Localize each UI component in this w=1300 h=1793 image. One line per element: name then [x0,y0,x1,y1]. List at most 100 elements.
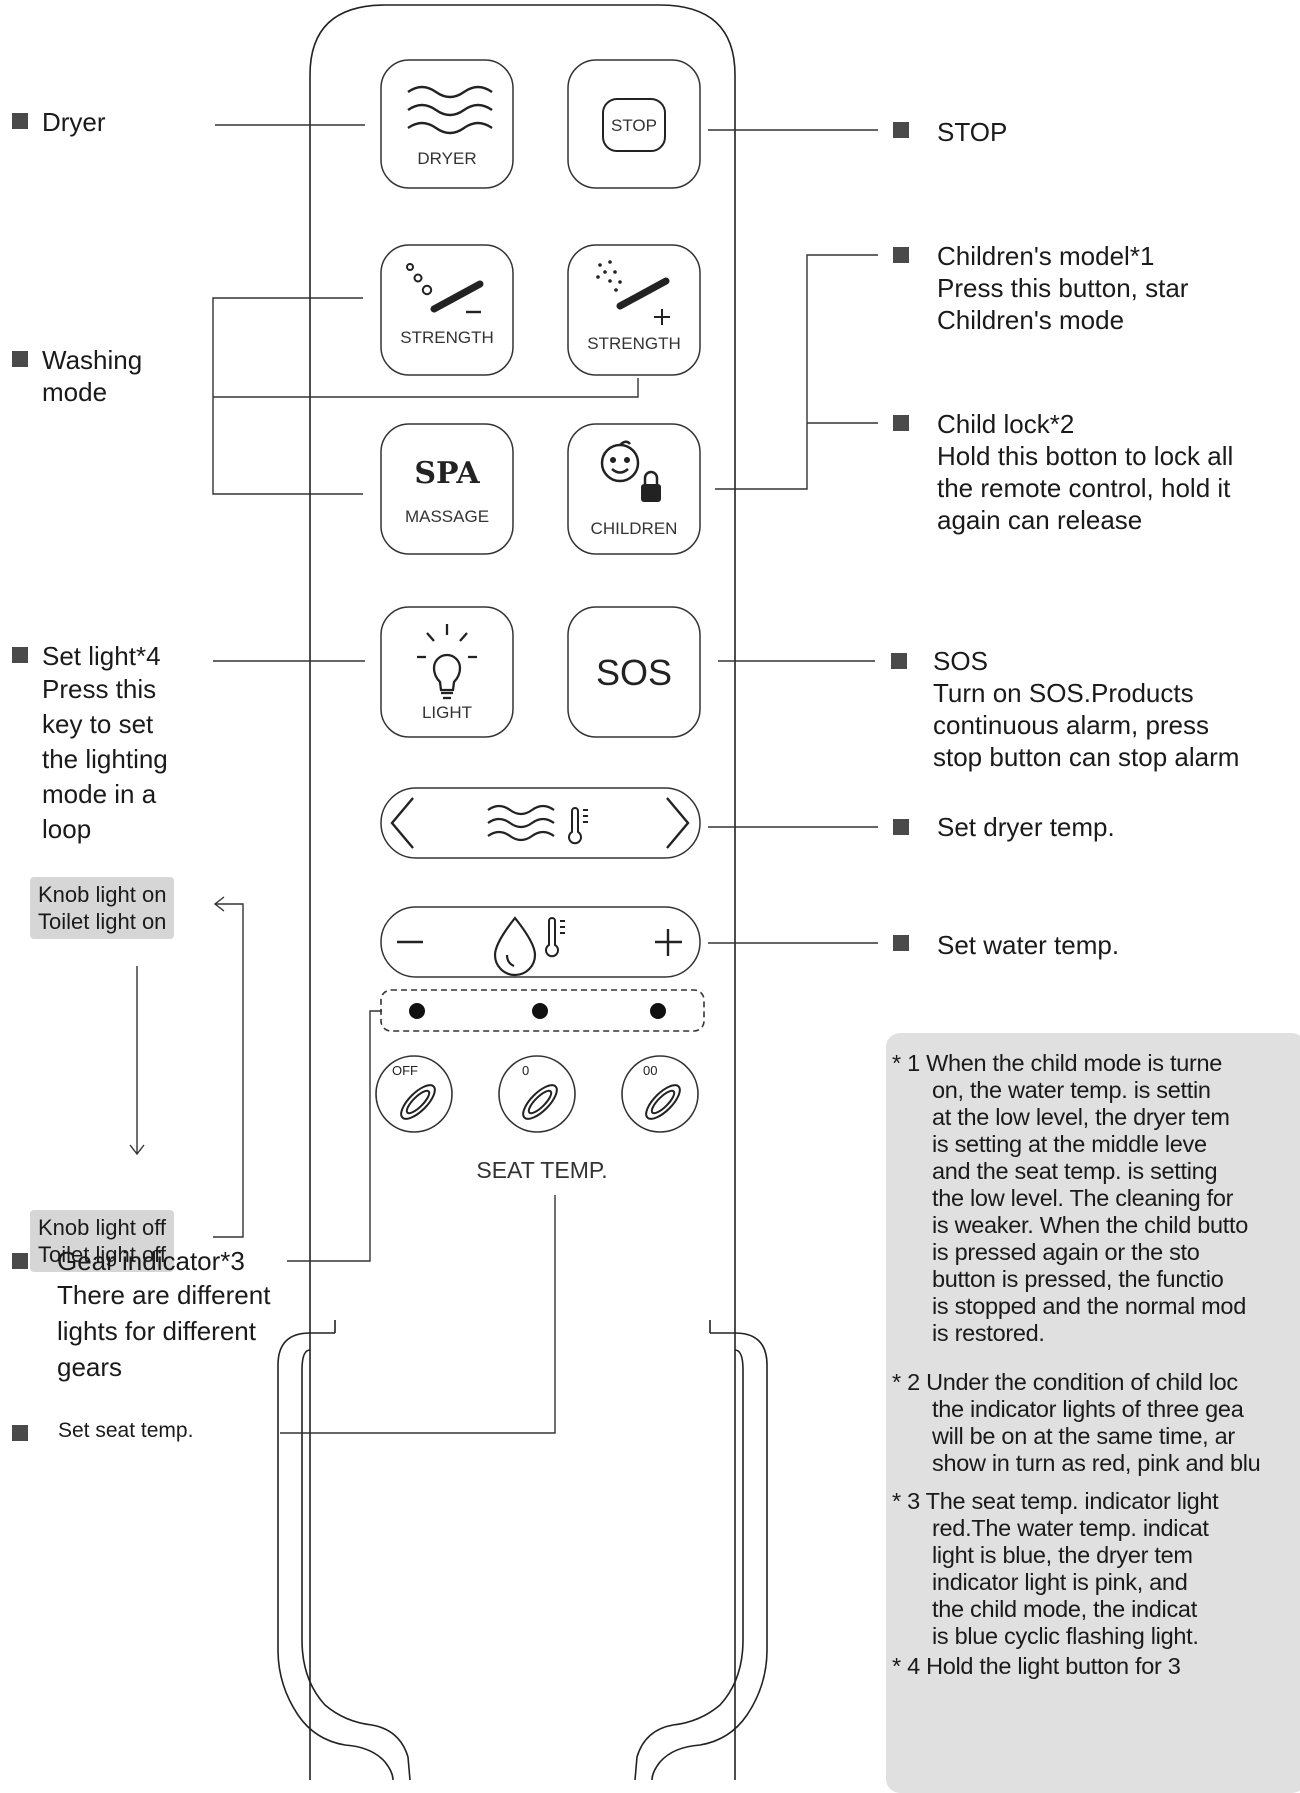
seat-temp-low-button[interactable]: 0 [498,1055,576,1133]
footnote-2-line-1: * 2 Under the condition of child loc [892,1369,1238,1395]
bullet-square [12,351,28,368]
children-model-title: Children's model*1 [937,241,1155,271]
footnote-1-line-6: the low level. The cleaning for [932,1185,1234,1211]
seat-off-label: OFF [392,1063,418,1078]
footnote-2-line-4: show in turn as red, pink and blu [932,1450,1261,1476]
children-button-label: CHILDREN [591,519,678,538]
light-state-on-line-1: Knob light on [38,882,167,907]
bullet-square [12,647,28,664]
footnote-3-line-6: is blue cyclic flashing light. [932,1623,1199,1649]
children-button[interactable]: CHILDREN [567,423,701,555]
water-temp-annotation: Set water temp. [937,930,1120,960]
gear-desc-2: lights for different [57,1316,256,1346]
set-light-annotation: Set light*4 Press this key to set the li… [12,640,168,847]
washing-mode-line-2: mode [42,377,108,407]
water-temp-control[interactable] [380,906,701,978]
thermometer-icon [545,917,565,958]
footnote-1-line-8: is pressed again or the sto [932,1239,1200,1265]
seat-low-label: 0 [522,1063,529,1078]
wave-icon [407,85,493,135]
spray-nozzle-icon [596,260,670,325]
stop-button-label: STOP [611,116,657,135]
plus-icon[interactable] [655,929,682,956]
gear-indicator-annotation: Gear indicator*3 There are different lig… [57,1245,270,1385]
spa-massage-button[interactable]: SPA MASSAGE [380,423,514,555]
sos-desc-3: stop button can stop alarm [933,742,1240,772]
sos-title: SOS [933,646,988,676]
sos-button[interactable]: SOS [567,606,701,738]
set-light-desc-2: key to set [42,709,154,739]
strength-minus-label: STRENGTH [400,328,494,347]
footnote-3-line-5: the child mode, the indicat [932,1596,1197,1622]
water-drop-icon [493,916,537,977]
knob-icon [400,1084,436,1120]
footnote-3-line-4: indicator light is pink, and [932,1569,1188,1595]
set-light-title: Set light*4 [42,641,161,671]
set-light-desc-5: loop [42,814,92,844]
footnote-3-line-1: * 3 The seat temp. indicator light [892,1488,1219,1514]
dryer-annotation: Dryer [12,106,106,138]
gear-desc-1: There are different [57,1280,271,1310]
sos-button-label: SOS [596,652,672,693]
seat-temp-high-button[interactable]: 00 [621,1055,699,1133]
sos-desc-1: Turn on SOS.Products [933,678,1194,708]
lock-icon [641,470,661,502]
footnote-4: * 4 Hold the light button for 3 [892,1653,1181,1680]
footnote-1-line-3: at the low level, the dryer tem [932,1104,1230,1130]
washing-mode-annotation: Washing mode [12,344,142,408]
indicator-light [409,1003,425,1019]
light-state-on: Knob light on Toilet light on [30,877,175,939]
strength-minus-button[interactable]: STRENGTH [380,244,514,376]
light-state-off-line-1: Knob light off [38,1215,167,1240]
indicator-light [532,1003,548,1019]
footnote-1-line-1: * 1 When the child mode is turne [892,1050,1223,1076]
chevron-left-icon[interactable] [390,797,414,849]
footnote-2-line-3: will be on at the same time, ar [932,1423,1235,1449]
strength-plus-button[interactable]: STRENGTH [567,244,701,376]
remote-body-outline [309,4,736,1780]
child-lock-desc-1: Hold this botton to lock all [937,441,1234,471]
massage-label: MASSAGE [405,507,489,526]
footnote-1-line-4: is setting at the middle leve [932,1131,1207,1157]
children-model-desc-1: Press this button, star [937,273,1189,303]
light-button[interactable]: LIGHT [380,606,514,738]
nozzle-icon [406,263,484,314]
seat-high-label: 00 [643,1063,657,1078]
baby-face-icon [600,440,640,483]
leader-lines [129,124,878,1434]
footnote-1-line-7: is weaker. When the child butto [932,1212,1248,1238]
footnote-1-line-2: on, the water temp. is settin [932,1077,1211,1103]
children-model-annotation: Children's model*1 Press this button, st… [937,240,1188,336]
bullet-squares [12,122,909,1441]
chevron-right-icon[interactable] [666,797,690,849]
gear-desc-3: gears [57,1352,123,1382]
dryer-button[interactable]: DRYER [380,59,514,189]
gear-indicator [380,989,705,1032]
footnotes-panel: * 1 When the child mode is turne on, the… [886,1033,1300,1793]
washing-mode-line-1: Washing [42,345,143,375]
footnote-1-line-10: is stopped and the normal mod [932,1293,1246,1319]
child-lock-title: Child lock*2 [937,409,1075,439]
remote-holder [277,1320,768,1780]
gear-indicator-title: Gear indicator*3 [57,1246,245,1276]
light-state-off: Knob light off Toilet light off [30,1210,175,1272]
child-lock-desc-3: again can release [937,505,1143,535]
wave-icon [487,804,555,842]
footnote-3-line-3: light is blue, the dryer tem [932,1542,1193,1568]
light-bulb-icon [417,624,477,700]
spa-label: SPA [414,456,480,491]
dryer-annotation-text: Dryer [42,107,106,137]
dryer-temp-annotation: Set dryer temp. [937,812,1115,842]
set-light-desc-4: mode in a [42,779,157,809]
stop-button[interactable]: STOP [567,59,701,189]
footnote-1-line-9: button is pressed, the functio [932,1266,1224,1292]
seat-temp-off-button[interactable]: OFF [375,1055,453,1133]
footnote-1-line-11: is restored. [932,1320,1045,1346]
thermometer-icon [568,807,588,845]
children-model-desc-2: Children's mode [937,305,1125,335]
footnote-1-line-5: and the seat temp. is setting [932,1158,1218,1184]
child-lock-annotation: Child lock*2 Hold this botton to lock al… [937,408,1233,536]
dryer-temp-control[interactable] [380,787,701,859]
indicator-light [650,1003,666,1019]
